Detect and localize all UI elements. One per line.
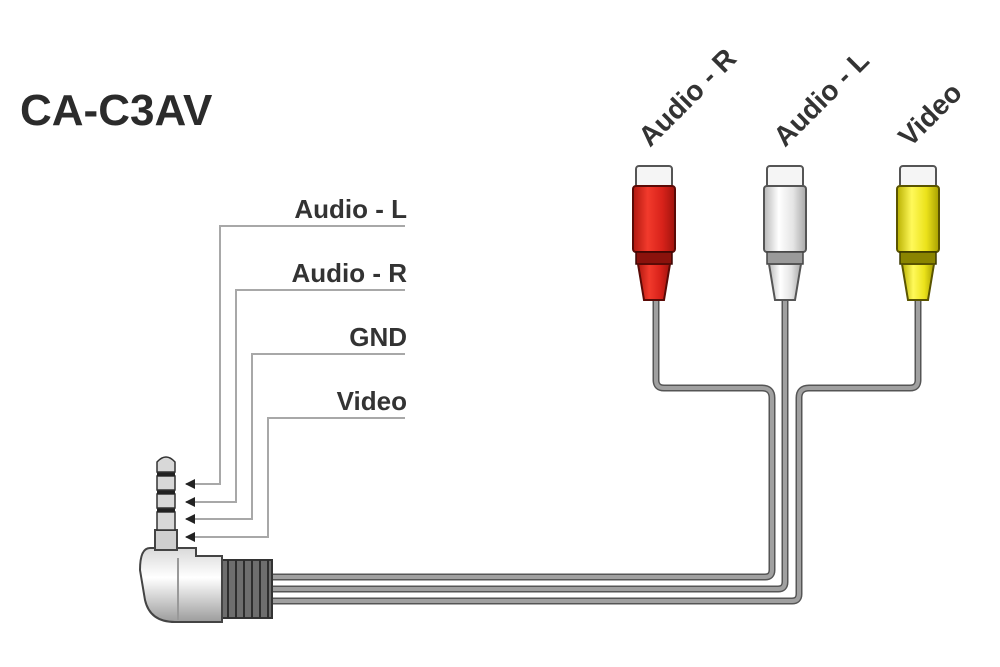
pin-label-gnd: GND (349, 322, 407, 352)
diagram-title: CA-C3AV (20, 86, 213, 135)
rca-label-audio-r: Audio - R (632, 42, 742, 152)
rca-connector-yellow (896, 165, 940, 301)
pin-label-video: Video (337, 386, 407, 416)
pin-label-audio-l: Audio - L (294, 194, 407, 224)
rca-connector-white (763, 165, 807, 301)
rca-label-audio-l: Audio - L (767, 45, 875, 153)
rca-connector-red (632, 165, 676, 301)
rca-label-video: Video (892, 77, 967, 152)
cable-bundle (266, 296, 922, 605)
pin-leader-lines (185, 225, 405, 542)
pin-label-audio-r: Audio - R (291, 258, 407, 288)
trrs-plug (138, 456, 273, 623)
